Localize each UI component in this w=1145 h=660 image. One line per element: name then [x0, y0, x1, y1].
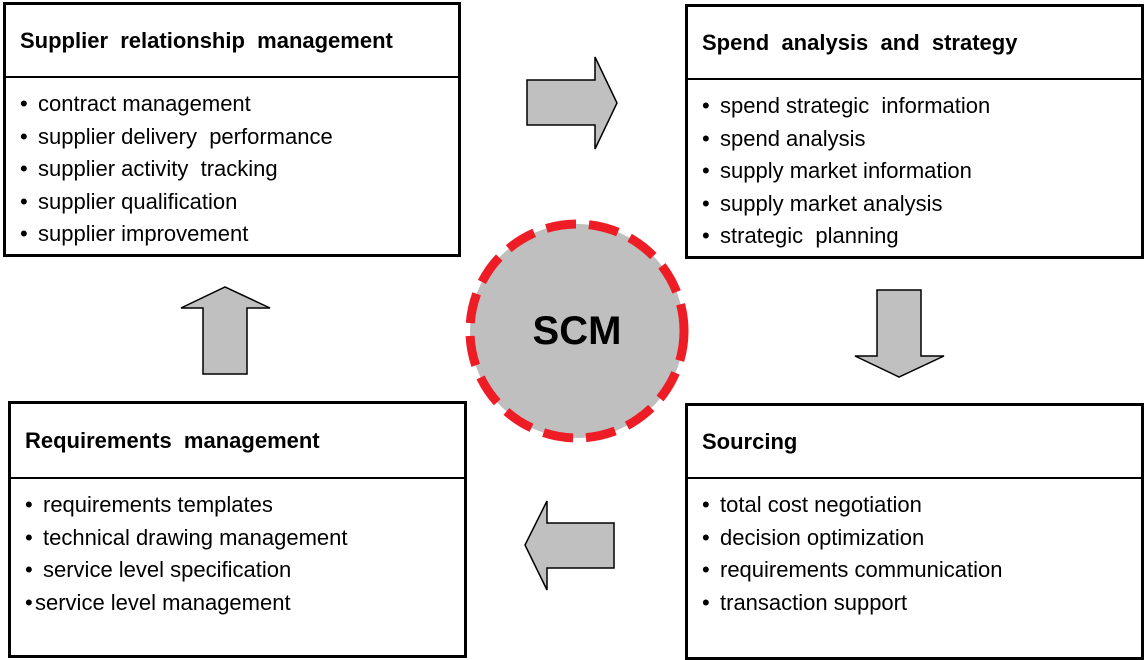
list-item: •requirements templates — [25, 492, 273, 517]
box-supplier-relationship-management: Supplier relationship management •contra… — [3, 2, 461, 257]
list-item: •technical drawing management — [25, 524, 348, 550]
arrow-up — [180, 286, 271, 375]
list-item: •spend strategic information — [702, 93, 991, 118]
list-item: •spend analysis — [702, 125, 866, 151]
box-sourcing: Sourcing •total cost negotiation •decisi… — [685, 403, 1144, 660]
list-item: •requirements communication — [702, 557, 1003, 582]
list-item: •supplier delivery performance — [20, 123, 333, 149]
item-list: •contract management •supplier delivery … — [6, 78, 458, 251]
box-title: Spend analysis and strategy — [688, 7, 1141, 80]
list-item: •decision optimization — [702, 524, 925, 550]
list-item: •supply market information — [702, 158, 972, 183]
item-list: •requirements templates •technical drawi… — [11, 479, 464, 619]
box-title: Requirements management — [11, 404, 464, 479]
scm-circle — [465, 219, 689, 443]
list-item: •total cost negotiation — [702, 492, 922, 517]
box-requirements-management: Requirements management •requirements te… — [8, 401, 467, 658]
item-list: •spend strategic information •spend anal… — [688, 80, 1141, 253]
item-list: •total cost negotiation •decision optimi… — [688, 479, 1141, 619]
scm-label: SCM — [532, 308, 622, 353]
list-item: •supplier improvement — [20, 221, 249, 246]
box-spend-analysis-and-strategy: Spend analysis and strategy •spend strat… — [685, 4, 1144, 259]
list-item: •transaction support — [702, 589, 908, 615]
arrow-down — [854, 289, 945, 378]
list-item: •contract management — [20, 91, 251, 116]
list-item: •service level specification — [25, 557, 292, 582]
list-item: •strategic planning — [702, 223, 899, 248]
box-title: Sourcing — [688, 406, 1141, 479]
arrow-left — [524, 500, 615, 591]
list-item: •supply market analysis — [702, 190, 943, 216]
list-item: •supplier qualification — [20, 188, 238, 214]
list-item: •service level management — [25, 589, 291, 615]
list-item: •supplier activity tracking — [20, 156, 278, 181]
box-title: Supplier relationship management — [6, 5, 458, 78]
arrow-right — [526, 56, 618, 150]
